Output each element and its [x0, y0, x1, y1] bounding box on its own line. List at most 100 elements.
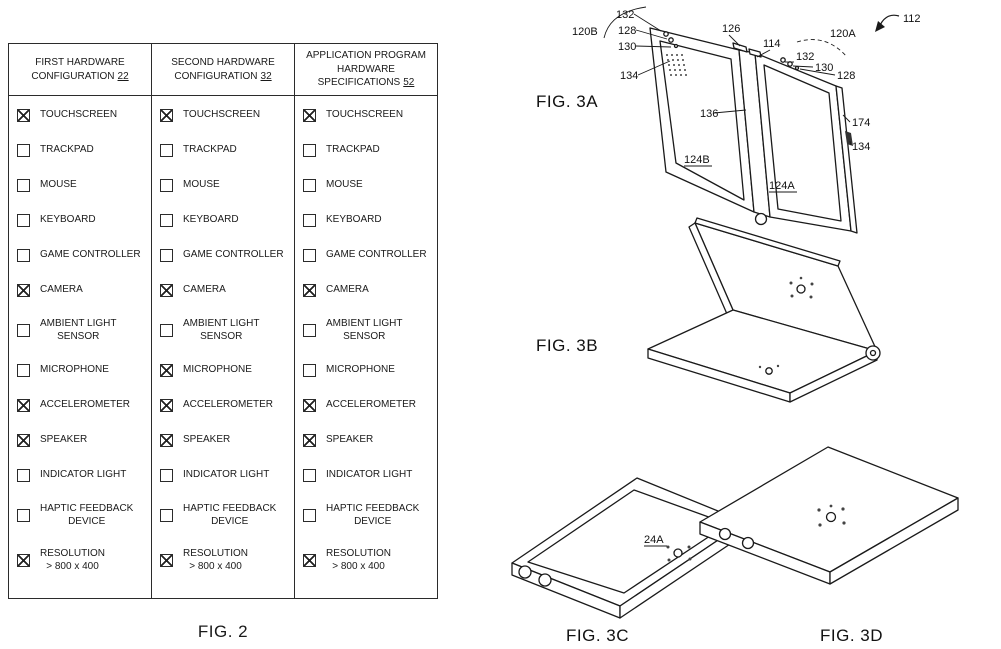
hardware-item-row: INDICATOR LIGHT	[152, 458, 294, 493]
hardware-item-row: TRACKPAD	[295, 133, 437, 168]
checkbox-icon	[160, 324, 173, 337]
hardware-item-row: TOUCHSCREEN	[152, 98, 294, 133]
checkbox-icon	[17, 144, 30, 157]
checkbox-icon	[160, 554, 173, 567]
ref-label-126: 126	[722, 23, 740, 35]
checkbox-icon	[160, 434, 173, 447]
hardware-item-label: MICROPHONE	[183, 364, 252, 376]
column-items: TOUCHSCREEN TRACKPAD MOUSE KEYBOARD GAME…	[9, 96, 151, 598]
camera-icon	[673, 548, 683, 558]
hardware-item-label: GAME CONTROLLER	[40, 249, 141, 261]
hardware-item-label: SPEAKER	[183, 434, 231, 446]
checkbox-icon	[303, 399, 316, 412]
ref-label-24A: 24A	[644, 534, 664, 546]
checkbox-icon	[303, 284, 316, 297]
checkbox-icon	[160, 284, 173, 297]
hardware-item-label: INDICATOR LIGHT	[183, 469, 270, 481]
hardware-item-label: MICROPHONE	[40, 364, 109, 376]
ref-label-134-left: 134	[620, 70, 638, 82]
checkbox-icon	[160, 364, 173, 377]
speaker-grid-dots-icon	[666, 54, 687, 76]
checkbox-icon	[17, 434, 30, 447]
hardware-item-label: HAPTIC FEEDBACK DEVICE	[40, 503, 134, 527]
hardware-item-label: RESOLUTION > 800 x 400	[40, 548, 106, 572]
fig-3d-caption: FIG. 3D	[820, 626, 883, 645]
hardware-item-row: ACCELEROMETER	[9, 388, 151, 423]
hardware-item-row: MICROPHONE	[295, 353, 437, 388]
checkbox-icon	[17, 109, 30, 122]
checkbox-icon	[17, 509, 30, 522]
arrowhead-112-icon	[875, 21, 885, 32]
hardware-item-row: AMBIENT LIGHT SENSOR	[295, 308, 437, 353]
hinge-knuckle-icon	[538, 573, 552, 587]
hardware-item-row: HAPTIC FEEDBACK DEVICE	[152, 493, 294, 538]
hardware-item-label: ACCELEROMETER	[326, 399, 417, 411]
hardware-item-row: TOUCHSCREEN	[9, 98, 151, 133]
checkbox-icon	[17, 399, 30, 412]
column-header-text: APPLICATION PROGRAM HARDWARE SPECIFICATI…	[306, 49, 426, 90]
checkbox-icon	[160, 179, 173, 192]
checkbox-icon	[303, 249, 316, 262]
figure-captions: FIG. 3A FIG. 3B FIG. 3C FIG. 3D	[536, 92, 883, 645]
ref-label-130-right: 130	[815, 62, 833, 74]
checkbox-icon	[303, 214, 316, 227]
side-speaker-icon	[845, 131, 853, 146]
hardware-item-label: AMBIENT LIGHT SENSOR	[40, 318, 117, 342]
checkbox-icon	[17, 249, 30, 262]
fig-3c-ref-labels: 24A	[644, 534, 664, 546]
ref-label-132-right: 132	[796, 51, 814, 63]
checkbox-icon	[17, 284, 30, 297]
hardware-item-label: KEYBOARD	[183, 214, 239, 226]
checkbox-icon	[160, 214, 173, 227]
hardware-item-row: GAME CONTROLLER	[9, 238, 151, 273]
hardware-item-row: GAME CONTROLLER	[295, 238, 437, 273]
fig-3b-drawing	[647, 217, 881, 403]
ref-label-124B: 124B	[684, 154, 710, 166]
hardware-item-row: AMBIENT LIGHT SENSOR	[152, 308, 294, 353]
hardware-item-row: KEYBOARD	[9, 203, 151, 238]
hardware-item-label: CAMERA	[40, 284, 83, 296]
hardware-item-row: CAMERA	[152, 273, 294, 308]
hardware-item-row: SPEAKER	[9, 423, 151, 458]
ref-label-132-left: 132	[616, 9, 634, 21]
fig-3a-drawing	[649, 27, 858, 234]
camera-icon	[825, 511, 837, 523]
checkbox-icon	[17, 214, 30, 227]
checkbox-icon	[303, 469, 316, 482]
hardware-item-row: MICROPHONE	[9, 353, 151, 388]
ref-label-120B: 120B	[572, 26, 598, 38]
hardware-item-label: INDICATOR LIGHT	[40, 469, 127, 481]
checkbox-icon	[17, 324, 30, 337]
hardware-item-label: INDICATOR LIGHT	[326, 469, 413, 481]
column-ref-number: 32	[260, 70, 272, 82]
checkbox-icon	[160, 399, 173, 412]
checkbox-icon	[160, 144, 173, 157]
column-items: TOUCHSCREEN TRACKPAD MOUSE KEYBOARD GAME…	[152, 96, 294, 598]
hardware-item-label: MOUSE	[326, 179, 363, 191]
column-application-program-specs: APPLICATION PROGRAM HARDWARE SPECIFICATI…	[295, 44, 437, 598]
hardware-item-label: CAMERA	[183, 284, 226, 296]
sensor-dots-icon	[666, 545, 692, 562]
hardware-item-label: MOUSE	[40, 179, 77, 191]
bracket-120A	[796, 39, 848, 58]
hardware-item-label: SPEAKER	[40, 434, 88, 446]
hardware-item-label: MOUSE	[183, 179, 220, 191]
column-items: TOUCHSCREEN TRACKPAD MOUSE KEYBOARD GAME…	[295, 96, 437, 598]
ref-label-134-right: 134	[852, 141, 870, 153]
hardware-item-label: TRACKPAD	[183, 144, 237, 156]
hardware-item-row: KEYBOARD	[295, 203, 437, 238]
hinge-knuckle-icon	[518, 565, 532, 579]
hardware-item-row: AMBIENT LIGHT SENSOR	[9, 308, 151, 353]
hardware-item-row: CAMERA	[9, 273, 151, 308]
hinge-knuckle-icon	[741, 536, 755, 550]
checkbox-icon	[160, 249, 173, 262]
hardware-item-label: HAPTIC FEEDBACK DEVICE	[326, 503, 420, 527]
fig-3a-ref-labels: 132 120B 128 130 134 126 114 132 130 128…	[572, 9, 921, 192]
